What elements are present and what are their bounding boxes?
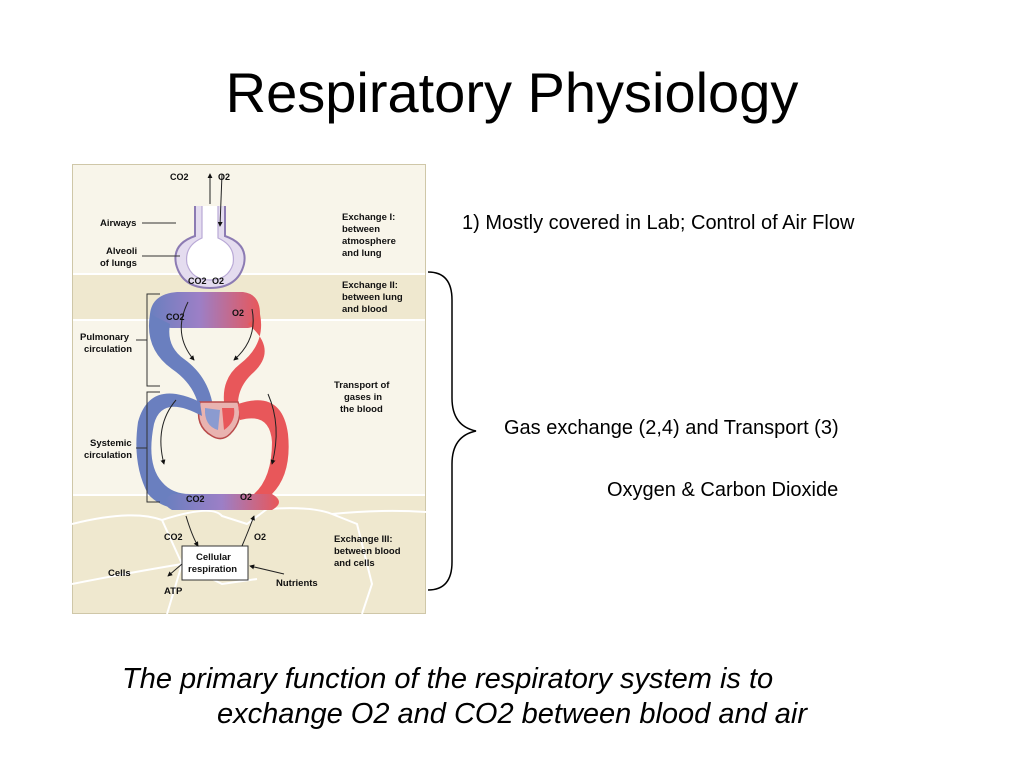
label-atp: ATP <box>164 586 183 597</box>
label-pulmonary-o2: O2 <box>232 308 244 318</box>
label-top-o2: O2 <box>218 172 230 182</box>
tissue-cells <box>72 507 426 614</box>
note-gas-exchange-transport: Gas exchange (2,4) and Transport (3) <box>504 417 839 439</box>
svg-text:Exchange II:: Exchange II: <box>342 280 398 291</box>
heart <box>197 401 241 440</box>
label-systemic-2: circulation <box>84 450 132 461</box>
note-lab-coverage: 1) Mostly covered in Lab; Control of Air… <box>462 212 855 234</box>
label-nutrients: Nutrients <box>276 578 318 589</box>
note-gases: Oxygen & Carbon Dioxide <box>607 479 839 501</box>
respiratory-exchange-diagram: CO2 O2 Airways Alveoli of lungs CO2 O2 C… <box>72 164 426 614</box>
label-top-co2: CO2 <box>170 172 189 182</box>
svg-text:atmosphere: atmosphere <box>342 236 396 247</box>
label-exchange-1: Exchange I: between atmosphere and lung <box>342 212 396 259</box>
background-band-atmosphere <box>72 164 426 274</box>
label-transport: Transport of gases in the blood <box>334 380 390 415</box>
slide-caption: The primary function of the respiratory … <box>100 662 924 732</box>
label-cellular-1: Cellular <box>196 552 231 563</box>
label-alveolus-o2: O2 <box>212 276 224 286</box>
label-systemic-o2: O2 <box>240 492 252 502</box>
svg-text:Exchange I:: Exchange I: <box>342 212 395 223</box>
label-cells: Cells <box>108 568 131 579</box>
cellular-respiration-box <box>181 545 249 581</box>
label-alveoli-1: Alveoli <box>106 246 137 257</box>
svg-text:Transport of: Transport of <box>334 380 390 391</box>
svg-text:and cells: and cells <box>334 558 375 569</box>
curly-brace <box>427 271 477 591</box>
svg-text:between: between <box>342 224 380 235</box>
pulmonary-capillary <box>150 292 260 328</box>
systemic-vein <box>136 393 202 510</box>
label-exchange-3: Exchange III: between blood and cells <box>334 534 401 569</box>
caption-line-1: The primary function of the respiratory … <box>122 663 774 695</box>
caption-line-2: exchange O2 and CO2 between blood and ai… <box>216 698 808 730</box>
svg-text:Exchange III:: Exchange III: <box>334 534 393 545</box>
systemic-capillary <box>165 494 279 510</box>
pulmonary-artery <box>148 314 214 416</box>
svg-text:and lung: and lung <box>342 248 382 259</box>
svg-text:the blood: the blood <box>340 404 383 415</box>
label-alveoli-2: of lungs <box>100 258 137 269</box>
label-exchange-2: Exchange II: between lung and blood <box>342 280 403 315</box>
svg-text:between lung: between lung <box>342 292 403 303</box>
slide-title: Respiratory Physiology <box>225 61 799 124</box>
label-cell-co2: CO2 <box>164 532 183 542</box>
pulmonary-vein <box>223 314 265 404</box>
label-pulmonary-2: circulation <box>84 344 132 355</box>
label-cell-o2: O2 <box>254 532 266 542</box>
svg-text:between blood: between blood <box>334 546 401 557</box>
label-airways: Airways <box>100 218 136 229</box>
label-alveolus-co2: CO2 <box>188 276 207 286</box>
svg-text:and blood: and blood <box>342 304 388 315</box>
label-systemic-co2: CO2 <box>186 494 205 504</box>
label-systemic-1: Systemic <box>90 438 132 449</box>
svg-text:gases in: gases in <box>344 392 382 403</box>
label-pulmonary-1: Pulmonary <box>80 332 130 343</box>
label-pulmonary-co2: CO2 <box>166 312 185 322</box>
label-cellular-2: respiration <box>188 564 237 575</box>
